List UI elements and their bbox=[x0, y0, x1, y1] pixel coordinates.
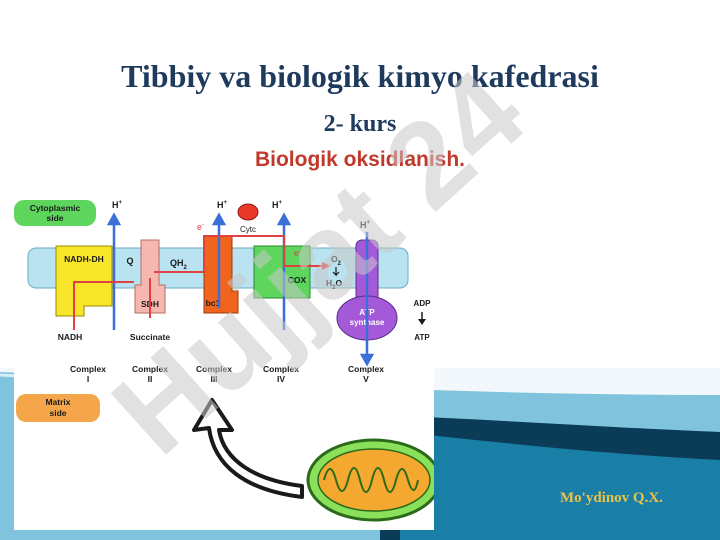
electron-transport-chain-diagram: Cytoplasmic side NADH-DH Q SDH QH2 bc1 C… bbox=[14, 190, 434, 530]
complex-1-name: Complex bbox=[70, 364, 106, 374]
complex-2-name: Complex bbox=[132, 364, 168, 374]
q-label: Q bbox=[126, 256, 133, 266]
electron-label-1: e- bbox=[197, 222, 204, 232]
slide-subtitle: 2- kurs bbox=[323, 111, 397, 137]
h2o-label: H2O bbox=[326, 278, 342, 291]
slide-title: Tibbiy va biologik kimyo kafedrasi bbox=[121, 58, 599, 94]
adp-to-atp-arrowhead bbox=[418, 319, 426, 325]
complex-4-num: IV bbox=[277, 374, 285, 384]
slide-topic: Biologik oksidlanish. bbox=[254, 148, 466, 171]
complex-2-shape bbox=[134, 239, 166, 314]
cytoplasmic-side-label-2: side bbox=[46, 213, 63, 223]
qh2-label: QH2 bbox=[170, 258, 188, 271]
matrix-side-pill bbox=[16, 394, 100, 422]
cytc-label: Cytc bbox=[240, 225, 256, 234]
complex-1-num: I bbox=[87, 374, 89, 384]
electron-label-2: e- bbox=[294, 248, 301, 258]
o2-label: O2 bbox=[331, 254, 342, 267]
pointer-arrow bbox=[192, 398, 304, 499]
h-plus-label-4: H+ bbox=[360, 220, 371, 230]
h-plus-label-1: H+ bbox=[112, 200, 123, 210]
adp-label: ADP bbox=[414, 299, 432, 308]
electron-path bbox=[73, 235, 324, 330]
complex-3-name: Complex bbox=[196, 364, 232, 374]
atp-label: ATP bbox=[414, 333, 430, 342]
complex-5-num: V bbox=[363, 374, 369, 384]
nadh-label: NADH bbox=[58, 332, 83, 342]
bc1-label: bc1 bbox=[206, 298, 221, 308]
electron-arrowhead bbox=[322, 262, 330, 270]
author-name: Mo'ydinov Q.X. bbox=[560, 490, 663, 506]
proton-arrows bbox=[106, 212, 375, 367]
cox-label: COX bbox=[288, 275, 307, 285]
matrix-side-label-1: Matrix bbox=[45, 397, 70, 407]
complex-4-name: Complex bbox=[263, 364, 299, 374]
succinate-label: Succinate bbox=[130, 332, 170, 342]
complex-2-num: II bbox=[148, 374, 153, 384]
complex-4-shape bbox=[253, 245, 311, 299]
h-plus-label-3: H+ bbox=[272, 200, 283, 210]
h-plus-label-2: H+ bbox=[217, 200, 228, 210]
matrix-side-label-2: side bbox=[49, 408, 66, 418]
cytoplasmic-side-pill bbox=[14, 200, 96, 226]
complex-3-num: III bbox=[210, 374, 217, 384]
cytc-circle bbox=[237, 203, 259, 221]
nadh-dh-label: NADH-DH bbox=[64, 254, 104, 264]
complex-5-name: Complex bbox=[348, 364, 384, 374]
o2-to-h2o-arrow bbox=[332, 267, 340, 277]
complex-labels: Complex I Complex II Complex III Complex… bbox=[70, 364, 384, 384]
cytoplasmic-side-label-1: Cytoplasmic bbox=[30, 203, 81, 213]
